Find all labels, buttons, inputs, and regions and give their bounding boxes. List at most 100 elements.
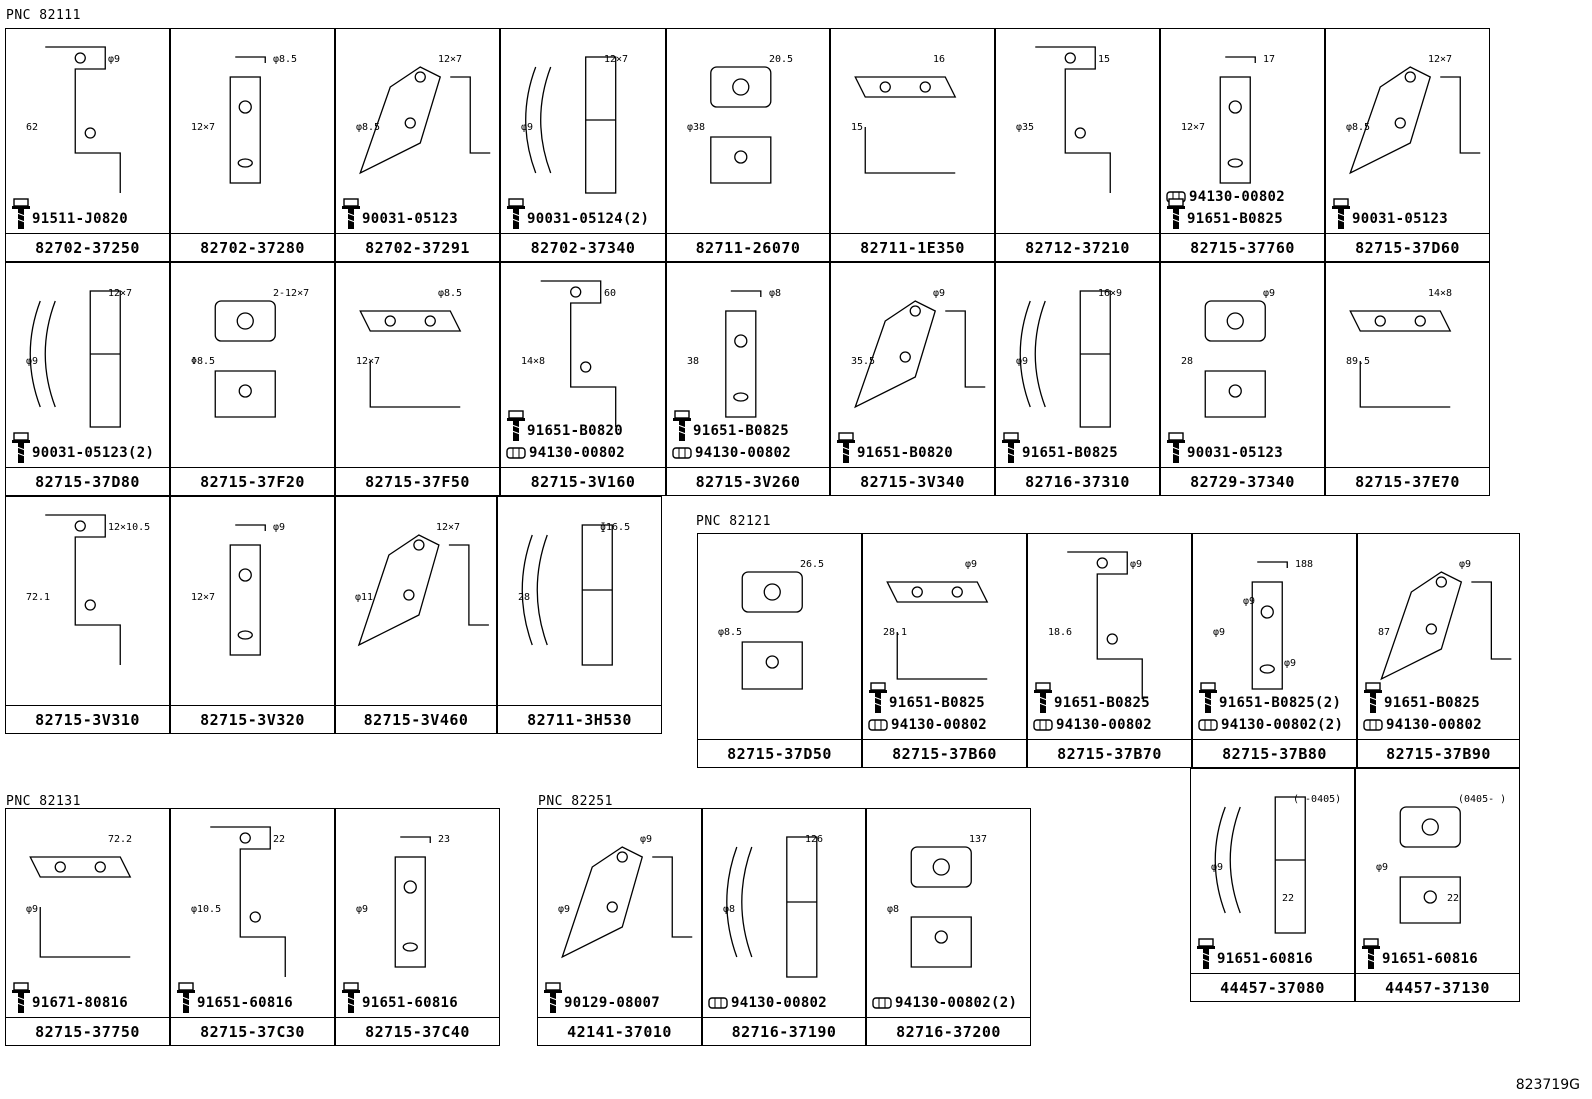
bolt-icon: [12, 432, 30, 463]
dimension-label: 28.1: [883, 627, 908, 638]
part-illustration: [12, 290, 121, 463]
part-number: 82716-37310: [996, 467, 1159, 495]
part-number: 44457-37080: [1191, 973, 1354, 1001]
bolt-icon: [673, 410, 691, 441]
part-illustration: [1035, 46, 1111, 193]
dimension-label: φ10.5: [191, 904, 222, 915]
section-label-82131: PNC 82131: [6, 794, 81, 809]
bracket-drawing: [525, 56, 617, 194]
hardware-part-number: 91511-J0820: [32, 211, 129, 227]
nut-icon: [1363, 719, 1383, 731]
bracket-drawing: [540, 280, 617, 427]
part-illustration: [672, 290, 762, 459]
dimension-label: φ9: [640, 834, 653, 845]
dimension-label: 188: [1295, 559, 1314, 570]
part-illustration: [521, 524, 613, 666]
bracket-drawing: [1380, 571, 1512, 681]
dimension-label: φ9: [933, 288, 946, 299]
dimension-label: φ9: [965, 559, 978, 570]
hardware-part-number: 91651-60816: [362, 995, 459, 1011]
part-number: 82715-37B60: [863, 739, 1026, 767]
dimension-label: 38: [687, 356, 700, 367]
dimension-label: 12×7: [438, 54, 463, 65]
part-number: 82716-37200: [867, 1017, 1030, 1045]
nut-icon: [708, 997, 728, 1009]
bolt-icon: [1167, 432, 1185, 463]
bolt-icon: [507, 198, 525, 229]
dimension-label: 16×9: [1098, 288, 1123, 299]
part-number: 82715-37F20: [171, 467, 334, 495]
hardware-part-number: 94130-00802: [731, 995, 828, 1011]
bracket-drawing: [210, 826, 286, 977]
bolt-icon: [869, 682, 887, 713]
bracket-drawing: [561, 846, 693, 959]
part-illustration: [177, 826, 286, 1013]
nut-icon: [1033, 719, 1053, 731]
bracket-drawing: [359, 66, 491, 175]
dimension-label: 12×7: [356, 356, 381, 367]
part-illustration: [1002, 290, 1111, 463]
dimension-label: φ38: [687, 122, 706, 133]
dimension-label: 28: [1181, 356, 1194, 367]
part-number: 82715-37D80: [6, 467, 169, 495]
part-illustration: [854, 76, 957, 174]
hardware-part-number: 90031-05123(2): [32, 445, 155, 461]
part-number: 82712-37210: [996, 233, 1159, 261]
bracket-drawing: [1349, 66, 1481, 175]
dimension-label: φ9: [1016, 356, 1029, 367]
dimension-label: ( -0405): [1293, 794, 1342, 805]
bracket-drawing: [854, 300, 986, 409]
hardware-part-number: 91651-B0820: [527, 423, 624, 439]
dimension-label: 12×7: [191, 592, 216, 603]
bracket-drawing: [357, 534, 489, 647]
part-illustration: [1198, 561, 1288, 731]
dimension-label: φ8.5: [356, 122, 381, 133]
hardware-part-number: 94130-00802: [1189, 189, 1286, 205]
part-illustration: [45, 514, 121, 665]
bolt-icon: [1197, 938, 1215, 969]
bracket-drawing: [1204, 300, 1266, 418]
bolt-icon: [837, 432, 855, 463]
bracket-drawing: [854, 76, 957, 174]
part-illustration: [214, 300, 276, 418]
dimension-label: φ9: [1211, 862, 1224, 873]
hardware-part-number: 94130-00802: [1056, 717, 1153, 733]
bracket-drawing: [1219, 56, 1256, 184]
bracket-drawing: [45, 514, 121, 665]
part-illustration: [507, 56, 617, 229]
bracket-drawing: [1349, 310, 1452, 408]
part-number: 82729-37340: [1161, 467, 1324, 495]
part-illustration: [741, 571, 803, 690]
part-number: 82716-37190: [703, 1017, 865, 1045]
part-number: 82715-3V160: [501, 467, 665, 495]
part-illustration: [868, 581, 989, 731]
part-number: 82702-37250: [6, 233, 169, 261]
part-illustration: [837, 300, 986, 463]
hardware-part-number: 94130-00802: [1386, 717, 1483, 733]
hardware-part-number: 90031-05123: [1187, 445, 1284, 461]
hardware-part-number: 91651-B0825: [1022, 445, 1119, 461]
part-illustration: [710, 66, 772, 184]
dimension-label: φ9: [1376, 862, 1389, 873]
part-illustration: [872, 846, 972, 1009]
part-number: 82715-37C30: [171, 1017, 334, 1045]
dimension-label: φ9: [26, 904, 39, 915]
bolt-icon: [1332, 198, 1350, 229]
part-number: 82702-37280: [171, 233, 334, 261]
hardware-part-number: 91651-60816: [1217, 951, 1314, 967]
part-number: 82715-3V260: [667, 467, 829, 495]
